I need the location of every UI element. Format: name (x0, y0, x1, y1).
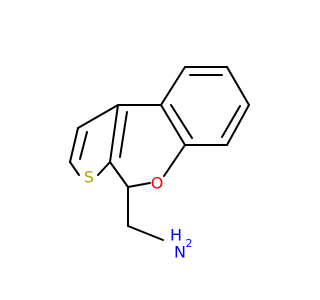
bond-benz-6-inner (170, 104, 193, 139)
bond-th-2 (77, 104, 119, 129)
thiophene-ring (69, 104, 128, 176)
atom-oxygen-label: O (151, 174, 164, 193)
bond-th-1-inner (119, 111, 128, 158)
molecule-structure: S O H N 2 (69, 66, 250, 262)
bond-ch2-to-n (127, 225, 164, 241)
bond-benz-1 (160, 66, 186, 106)
atom-amine-h2-subscript: 2 (186, 237, 193, 250)
atom-amine-n-label: N (174, 243, 186, 262)
bond-benz-4 (226, 104, 250, 146)
atom-sulfur-label: S (84, 168, 94, 187)
atom-amine-h-label: H (170, 226, 182, 245)
bond-th-5 (97, 161, 111, 176)
bond-th-3-inner (79, 131, 88, 160)
bond-benz-3 (226, 66, 250, 106)
bond-benz-to-o (163, 144, 186, 177)
bond-th-1 (109, 104, 119, 163)
bond-benz-6 (160, 104, 186, 146)
bond-th-4 (69, 161, 80, 176)
bond-o-to-ch (127, 182, 151, 188)
benzene-ring (160, 66, 250, 146)
molecule-canvas: S O H N 2 (69, 66, 250, 262)
bond-benz-4-inner (221, 105, 241, 138)
bond-ch-to-thioc (109, 161, 129, 188)
bond-th-3 (69, 127, 79, 163)
